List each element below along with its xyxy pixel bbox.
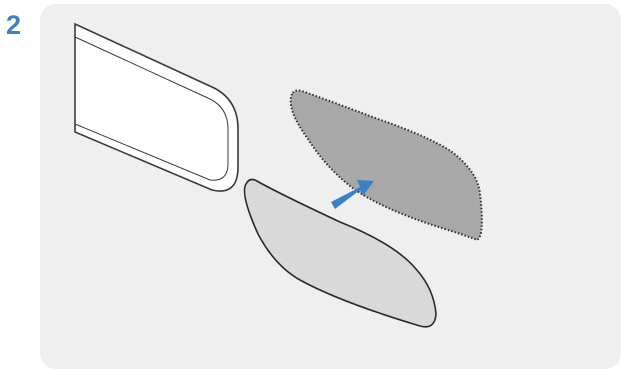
device-end-face xyxy=(74,22,239,192)
illustration-panel xyxy=(40,4,621,369)
diagonal-arrow-up-right-icon xyxy=(331,180,374,209)
device-body xyxy=(74,22,239,192)
device-edge-highlight xyxy=(74,36,229,181)
adhesive-pad xyxy=(243,178,437,328)
step-number: 2 xyxy=(6,10,22,40)
mounting-area xyxy=(289,89,483,242)
adhesive-pad-illustration xyxy=(40,4,621,369)
arrow-shape xyxy=(331,180,374,209)
